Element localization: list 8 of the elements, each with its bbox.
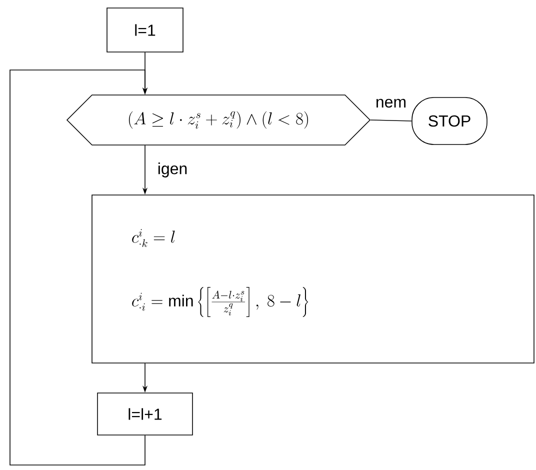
terminal-box: STOP xyxy=(412,97,488,145)
decision-hexagon: $(A \geq l\cdot z_i^s + z_i^q)\wedge(l<8)$ xyxy=(66,94,371,146)
process-box: $c^{i}_{\cdot k} = l$ $c^{i}_{\cdot i} = \min\left\{\left[\frac{A - l\cdot z_i^s}{z_i^q}\right],\ 8-l\right\}$ xyxy=(92,194,534,364)
edge-label: igen xyxy=(155,160,190,180)
process-box: l=l+1 xyxy=(97,392,193,436)
arrow xyxy=(10,70,148,466)
edge-label: nem xyxy=(373,96,409,110)
process-box: l=1 xyxy=(106,8,184,52)
